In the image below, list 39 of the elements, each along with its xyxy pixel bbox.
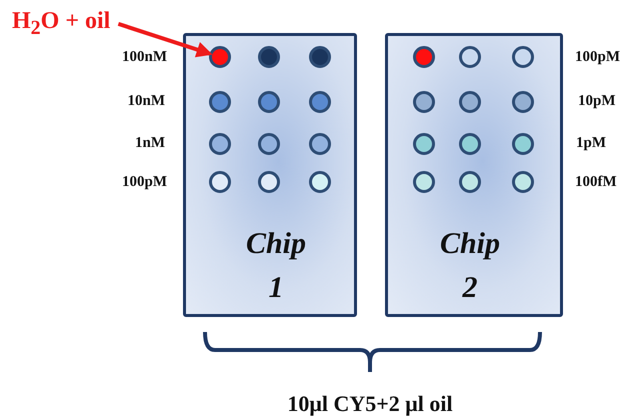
sample-spot [512,171,534,193]
sample-spot [209,171,231,193]
callout-text: H$_{2}$O + oil [12,8,110,40]
arrow [118,22,213,58]
concentration-label: 100nM [122,48,167,66]
concentration-label: 10nM [128,92,165,110]
sample-spot [209,91,231,113]
sample-spot [413,91,435,113]
sample-spot [309,133,331,155]
chip-label: Chip 1 [244,226,308,306]
concentration-label: 10pM [578,92,616,110]
chip-panel [183,33,357,317]
sample-spot [413,46,435,68]
sample-spot [309,91,331,113]
sample-spot [209,133,231,155]
concentration-label: 100pM [122,174,167,190]
sample-spot [459,91,481,113]
sample-spot [512,46,534,68]
chip-panel [385,33,563,317]
concentration-label: 100pM [575,48,620,66]
sample-spot [258,46,280,68]
concentration-label: 100fM [575,174,617,190]
concentration-label: 1pM [576,134,606,152]
sample-spot [258,171,280,193]
sample-spot [309,171,331,193]
sample-spot [512,91,534,113]
sample-spot [459,46,481,68]
sample-spot [413,171,435,193]
sample-spot [413,133,435,155]
sample-spot [512,133,534,155]
sample-spot [258,91,280,113]
caption-text: 10μl CY5+2 μl oil [287,391,453,417]
chip-label: Chip 2 [438,226,502,306]
sample-spot [209,46,231,68]
sample-spot [459,171,481,193]
sample-spot [258,133,280,155]
sample-spot [309,46,331,68]
sample-spot [459,133,481,155]
concentration-label: 1nM [135,134,165,152]
